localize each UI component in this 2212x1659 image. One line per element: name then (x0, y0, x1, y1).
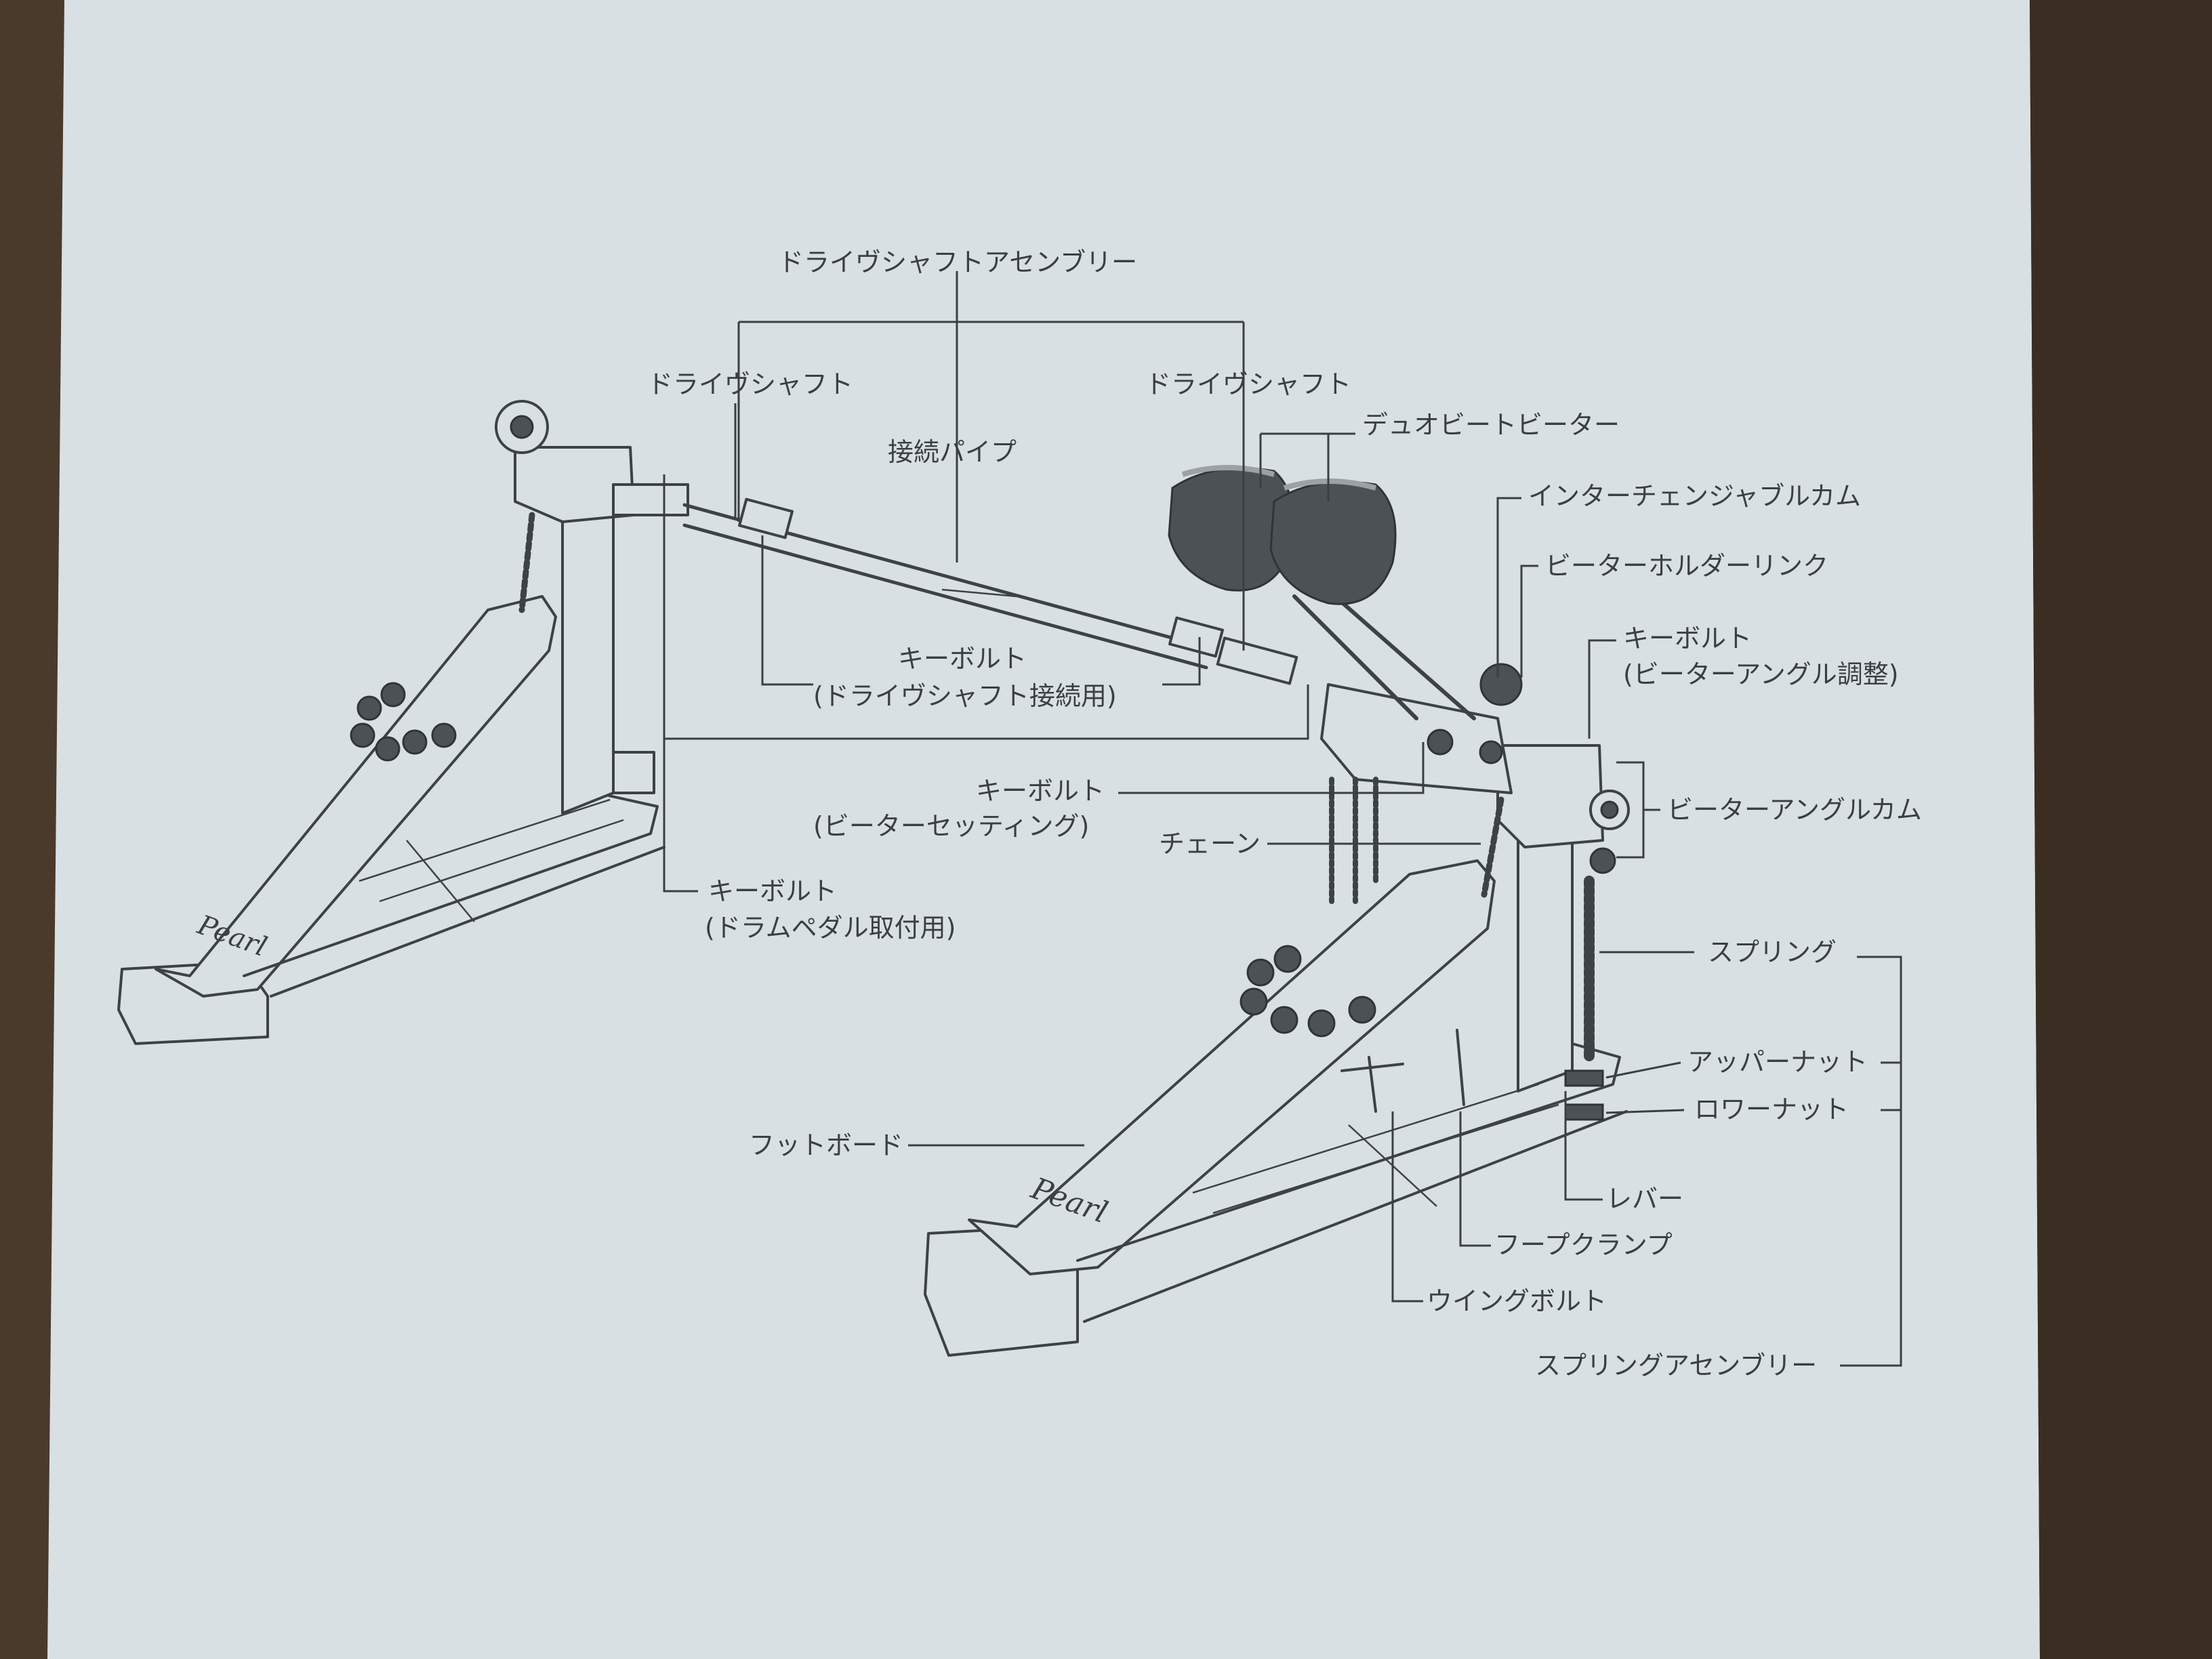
label-key-bolt-drive-shaft-note: (ドライヴシャフト接続用) (813, 681, 1117, 711)
connecting-pipe (682, 497, 1298, 685)
left-post-head (514, 446, 635, 523)
label-duo-beat-beater: デュオビートビーター (1362, 410, 1620, 440)
label-footboard: フットボード (749, 1130, 903, 1160)
label-key-bolt-drum-pedal-note: (ドラムペダル取付用) (705, 913, 956, 943)
hoop-clamp-shape (1456, 1029, 1465, 1106)
label-drive-shaft-right: ドライヴシャフト (1145, 369, 1351, 399)
right-chain (1481, 796, 1504, 898)
left-pedal: Pearl (117, 400, 689, 1045)
label-spring-assembly: スプリングアセンブリー (1535, 1351, 1817, 1380)
left-chain (518, 512, 535, 613)
label-key-bolt-drum-pedal: キーボルト (708, 876, 837, 906)
label-connecting-pipe: 接続パイプ (888, 437, 1017, 467)
label-drive-shaft-left: ドライヴシャフト (647, 369, 853, 399)
label-key-bolt-beater-setting-note: (ビーターセッティング) (813, 811, 1089, 841)
label-beater-angle-cam: ビーターアングルカム (1667, 795, 1922, 825)
label-key-bolt-drive-shaft: キーボルト (898, 644, 1027, 674)
label-chain: チェーン (1159, 829, 1261, 859)
label-upper-nut: アッパーナット (1687, 1047, 1868, 1077)
label-wing-bolt: ウイングボルト (1427, 1286, 1607, 1316)
label-drive-shaft-assembly: ドライヴシャフトアセンブリー (778, 247, 1137, 277)
pipe-left-clamp (738, 497, 794, 539)
right-footboard-holes (1240, 945, 1376, 1038)
right-pedal: Pearl (924, 663, 1630, 1357)
upper-nut-shape (1564, 1069, 1604, 1087)
label-lever: レバー (1606, 1184, 1683, 1214)
label-key-bolt-beater-setting: キーボルト (976, 776, 1105, 806)
right-post-head (1496, 744, 1604, 848)
duo-beat-beater-art (1168, 465, 1476, 720)
part-labels: ドライヴシャフトアセンブリー ドライヴシャフト 接続パイプ ドライヴシャフト デ… (647, 247, 1922, 1380)
interchangeable-cam-shape (1479, 663, 1523, 706)
label-hoop-clamp: フープクランプ (1494, 1230, 1673, 1260)
left-guide-springs (1329, 777, 1378, 904)
label-spring: スプリング (1708, 937, 1837, 967)
left-clamp-block (612, 751, 655, 794)
pipe-right-clamp (1168, 616, 1224, 658)
beater-angle-cam-lower (1589, 847, 1616, 874)
label-beater-holder-link: ビーターホルダーリンク (1545, 551, 1828, 581)
leader-lines (663, 271, 1902, 1367)
label-interchangeable-cam: インターチェンジャブルカム (1528, 481, 1861, 511)
wing-bolt-shape (1340, 1056, 1404, 1113)
left-footboard-holes (350, 682, 457, 762)
label-key-bolt-beater-angle: キーボルト (1623, 623, 1752, 653)
right-footboard-shape (968, 859, 1496, 1275)
left-footboard-shape (155, 595, 557, 998)
left-base-frame (243, 792, 665, 998)
paper-shadow (2030, 0, 2212, 1659)
lower-nut-shape (1564, 1103, 1604, 1121)
left-frame-braces (359, 798, 624, 922)
right-shaft-stub (1216, 636, 1298, 685)
label-key-bolt-beater-angle-note: (ビーターアングル調整) (1623, 659, 1899, 689)
left-shaft-stub (612, 483, 689, 516)
label-lower-nut: ロワーナット (1694, 1094, 1849, 1124)
